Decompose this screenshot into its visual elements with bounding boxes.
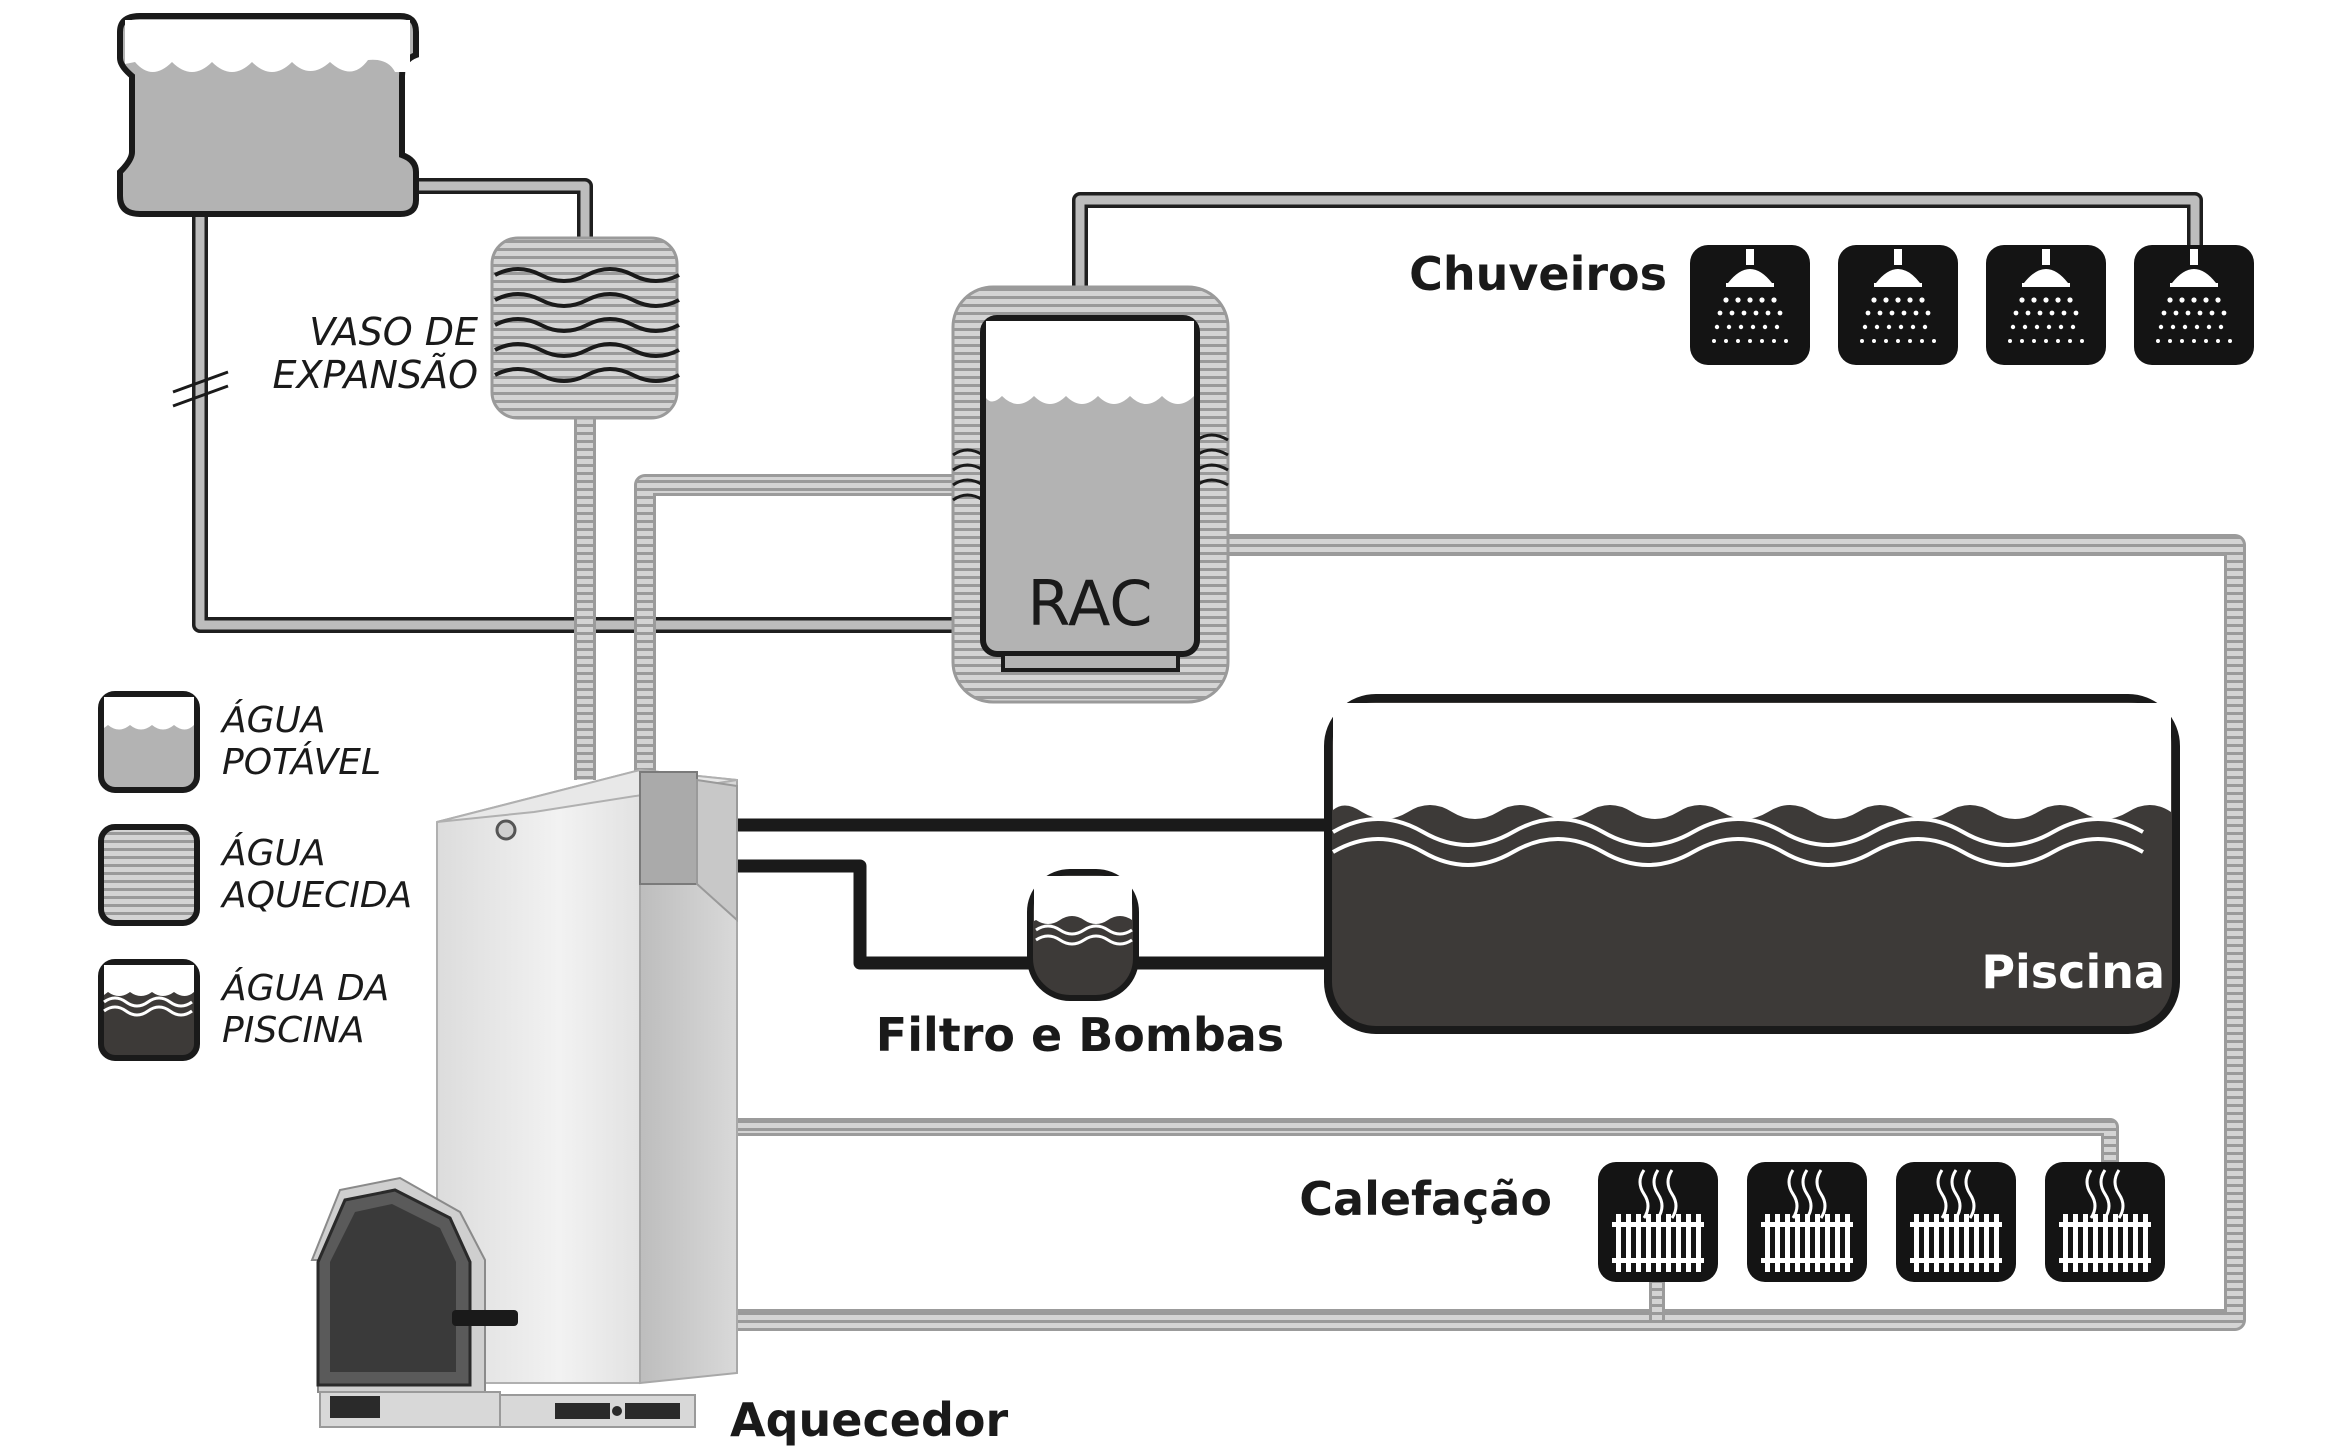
pool-label: Piscina xyxy=(1981,945,2165,999)
radiator-icon-4 xyxy=(2043,1160,2167,1284)
expansion-vessel xyxy=(490,236,680,420)
filter-label: Filtro e Bombas xyxy=(876,1008,1284,1062)
rac-label: RAC xyxy=(1027,567,1152,640)
heated-water-pipes xyxy=(574,410,2246,1331)
shower-icon-4 xyxy=(2134,245,2254,365)
legend-label-heated-2: AQUECIDA xyxy=(220,875,412,916)
legend-label-pool-1: ÁGUA DA xyxy=(220,967,389,1009)
shower-icon-3 xyxy=(1986,245,2106,365)
legend-swatch-potable-water xyxy=(98,691,200,793)
radiator-icon-2 xyxy=(1745,1160,1869,1284)
shower-icon-2 xyxy=(1838,245,1958,365)
rac-tank xyxy=(951,285,1230,704)
legend-label-potable-1: ÁGUA xyxy=(220,699,326,741)
legend-label-potable-2: POTÁVEL xyxy=(222,741,381,783)
radiator-icon-1 xyxy=(1596,1160,1720,1284)
pipe-break-mark xyxy=(172,370,229,408)
expansion-label-line2: EXPANSÃO xyxy=(272,353,478,397)
cold-water-pipes xyxy=(192,178,2203,633)
filter-pumps xyxy=(1027,869,1139,1001)
legend-swatch-heated-water xyxy=(98,824,200,926)
legend-swatch-pool-water xyxy=(98,959,200,1061)
shower-icon-1 xyxy=(1690,245,1810,365)
legend-label-pool-2: PISCINA xyxy=(222,1010,365,1051)
heating-label: Calefação xyxy=(1299,1172,1552,1226)
expansion-label-line1: VASO DE xyxy=(309,310,478,354)
heater-label: Aquecedor xyxy=(730,1393,1008,1447)
heater-boiler xyxy=(310,768,738,1428)
showers-label: Chuveiros xyxy=(1409,247,1667,301)
radiator-icon-3 xyxy=(1894,1160,2018,1284)
pool xyxy=(1324,694,2180,1034)
potable-water-tank xyxy=(117,13,419,217)
pool-water-pipes xyxy=(695,818,1330,970)
legend-label-heated-1: ÁGUA xyxy=(220,832,326,874)
